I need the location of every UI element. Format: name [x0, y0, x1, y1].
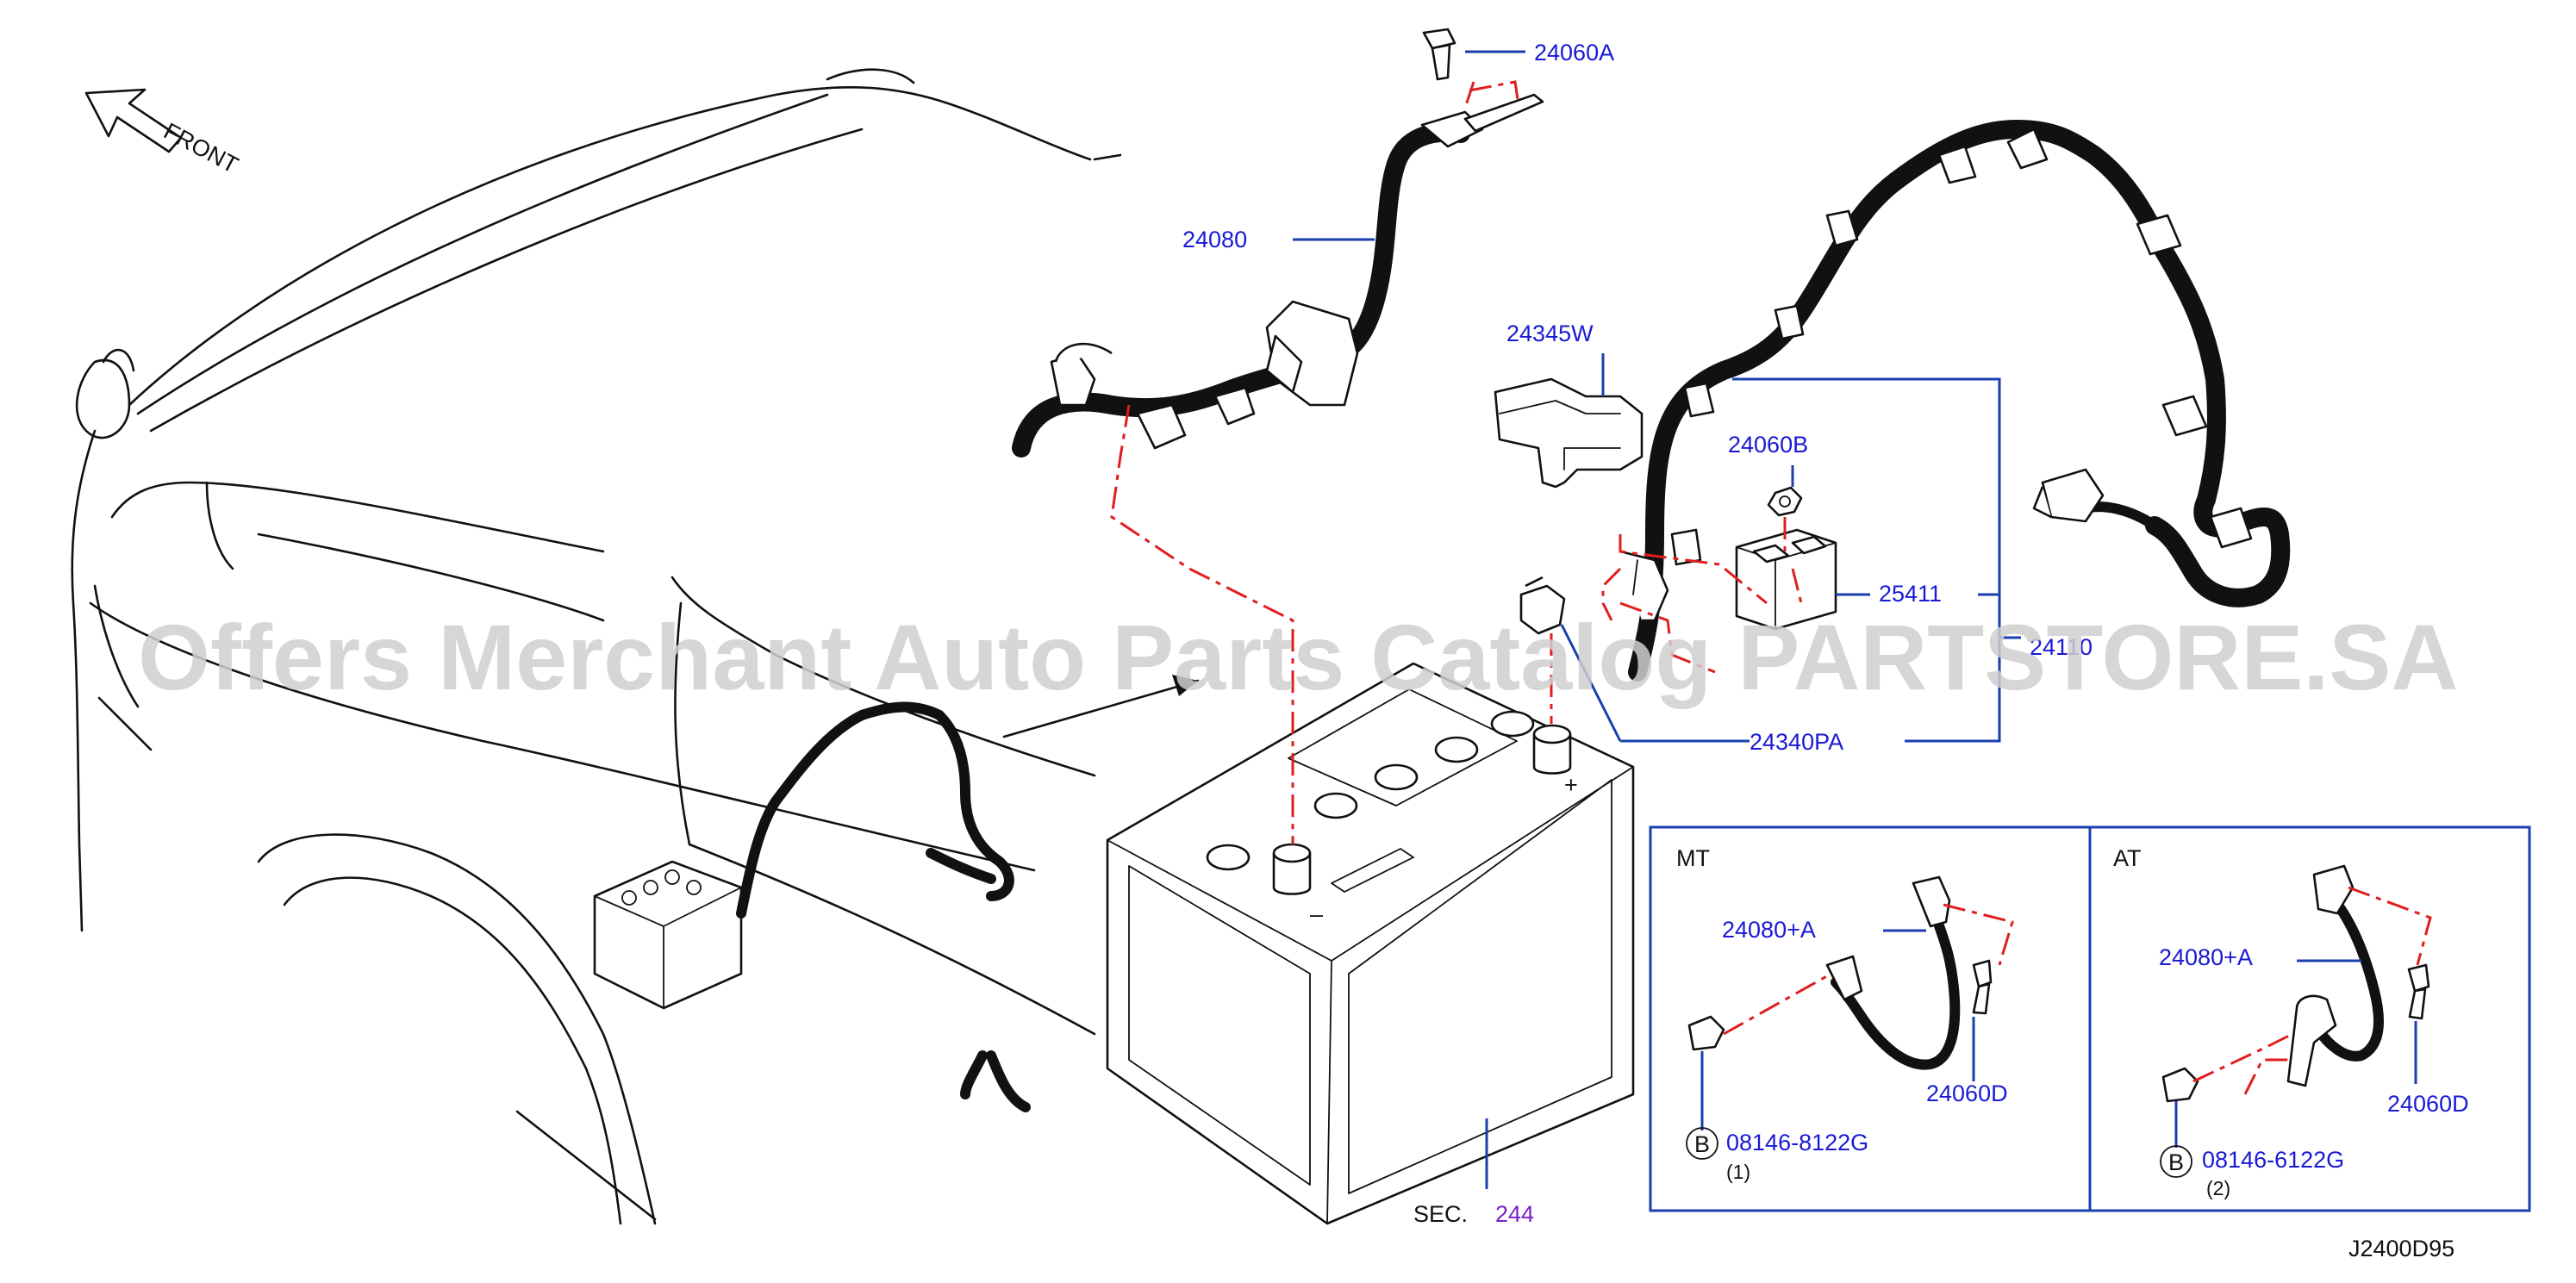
minus-mark: –: [1310, 901, 1323, 927]
battery: – +: [1106, 662, 1635, 1225]
callout-24060A: 24060A: [1534, 40, 1614, 65]
at-cable-label: 24080+A: [2159, 944, 2253, 970]
callout-24060B: 24060B: [1728, 432, 1808, 458]
terminal-cover-24345W: [1494, 377, 1644, 489]
bolt-24060A: [1422, 28, 1456, 81]
drawing-code: J2400D95: [2348, 1236, 2454, 1261]
front-arrow-icon: [84, 88, 183, 153]
inset-mt: MT 24080+A 24060D B 08146-8122G (1): [1649, 825, 2092, 1212]
negative-terminal: [1272, 843, 1312, 895]
negative-cable-24080: [1012, 93, 1544, 458]
callout-24345W: 24345W: [1506, 321, 1594, 346]
callout-24110: 24110: [2030, 634, 2093, 660]
small-harness-illustration: [736, 701, 1031, 1112]
callout-24080: 24080: [1182, 227, 1247, 252]
section-prefix: SEC.: [1413, 1201, 1468, 1227]
mt-bolt-label: 24060D: [1926, 1081, 2008, 1106]
inset-mt-title: MT: [1676, 845, 1710, 871]
section-number: 244: [1495, 1201, 1534, 1227]
nut-24060B: [1767, 486, 1803, 517]
pointer-arrow-icon: [1002, 675, 1200, 738]
leader-lines: [1293, 50, 2021, 1189]
at-bolt-label: 24060D: [2387, 1091, 2469, 1117]
assembly-centerlines: [1110, 80, 1803, 844]
plus-mark: +: [1564, 772, 1578, 798]
watermark: Offers Merchant Auto Parts Catalog PARTS…: [138, 605, 2458, 709]
inset-at: AT 24080+A 24060D B 08146-6122G (2): [2088, 825, 2531, 1212]
positive-terminal: [1532, 724, 1572, 775]
mt-qty: (1): [1726, 1161, 1750, 1183]
mt-screw-label: 08146-8122G: [1726, 1130, 1868, 1155]
at-qty: (2): [2206, 1177, 2230, 1199]
small-battery-illustration: [593, 860, 743, 1010]
terminal-clamp-24340PA: [1519, 550, 1669, 635]
at-marker: B: [2168, 1149, 2184, 1175]
mt-marker: B: [1694, 1131, 1710, 1157]
battery-cap: [1206, 710, 1535, 871]
mt-cable-label: 24080+A: [1722, 917, 1816, 943]
callout-24340PA: 24340PA: [1750, 729, 1843, 755]
vehicle-outline: [71, 68, 1122, 1225]
fusible-link-25411: [1735, 528, 1837, 631]
inset-at-title: AT: [2113, 845, 2142, 871]
positive-harness-24110: [1628, 120, 2291, 682]
callout-25411: 25411: [1879, 581, 1942, 607]
at-screw-label: 08146-6122G: [2202, 1147, 2344, 1173]
